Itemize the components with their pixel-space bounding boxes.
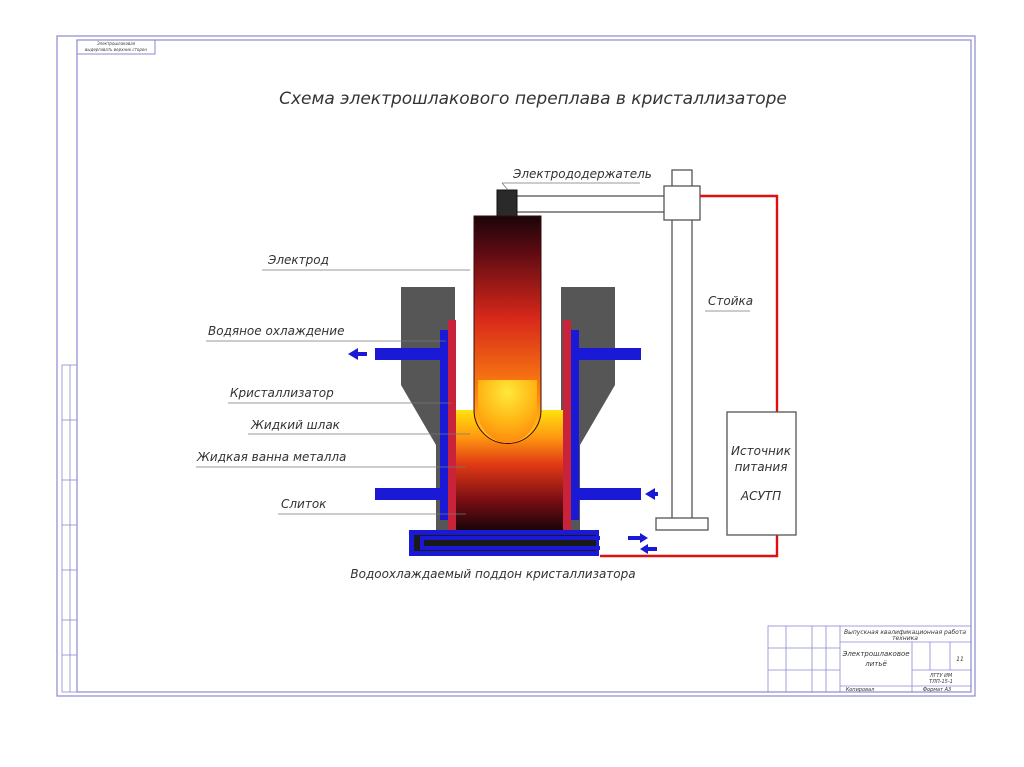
label-water-cooling: Водяное охлаждение xyxy=(208,324,344,338)
bottom-plate xyxy=(409,530,600,556)
power-source-line-2: питания xyxy=(735,460,788,474)
leader-lines xyxy=(196,182,750,515)
title-block-header-1: Выпускная квалификационная работа xyxy=(844,629,966,636)
label-stand: Стойка xyxy=(708,294,753,308)
label-electrode-holder: Электрододержатель xyxy=(512,167,652,181)
label-bottom-plate: Водоохлаждаемый поддон кристаллизатора xyxy=(350,567,635,581)
power-wires xyxy=(600,194,779,558)
title-block-name-2: литьё xyxy=(864,660,887,668)
title-block-bottom-right: Формат А3 xyxy=(923,687,951,693)
title-block-header-2: техника xyxy=(892,635,918,642)
corner-stamp-line-2: выдергивать верхних сторон xyxy=(85,47,147,52)
mold-body xyxy=(401,287,615,530)
water-flow-arrows xyxy=(348,348,658,554)
sheet-frame-outer xyxy=(56,35,976,697)
label-liquid-slag: Жидкий шлак xyxy=(250,418,341,432)
title-block-org-2: ТЛП-15-1 xyxy=(929,679,953,685)
water-cooling-pipes xyxy=(375,348,641,500)
label-electrode: Электрод xyxy=(267,253,329,267)
title-block-name-1: Электрошлаковое xyxy=(841,650,909,658)
power-source-line-1: Источник xyxy=(731,444,792,458)
power-source-box: Источник питания АСУТП xyxy=(726,411,797,536)
corner-stamp: Электрошлаковая выдергивать верхних стор… xyxy=(76,39,156,55)
left-margin-strip xyxy=(61,364,78,693)
label-metal-bath: Жидкая ванна металла xyxy=(196,450,346,464)
stand xyxy=(655,169,709,531)
title-block-org-1: ЛГТУ ИМ xyxy=(929,673,953,679)
electrode-holder xyxy=(496,185,701,221)
title-block-bottom-left: Копировал xyxy=(846,687,875,693)
label-mold: Кристаллизатор xyxy=(230,386,334,400)
diagram-title: Схема электрошлакового переплава в крист… xyxy=(279,89,787,109)
power-source-line-3: АСУТП xyxy=(740,489,781,503)
electrode xyxy=(473,215,542,444)
title-block-sheet: 11 xyxy=(956,656,964,663)
title-block xyxy=(767,625,972,693)
corner-stamp-line-1: Электрошлаковая xyxy=(96,41,136,46)
label-ingot: Слиток xyxy=(281,497,327,511)
